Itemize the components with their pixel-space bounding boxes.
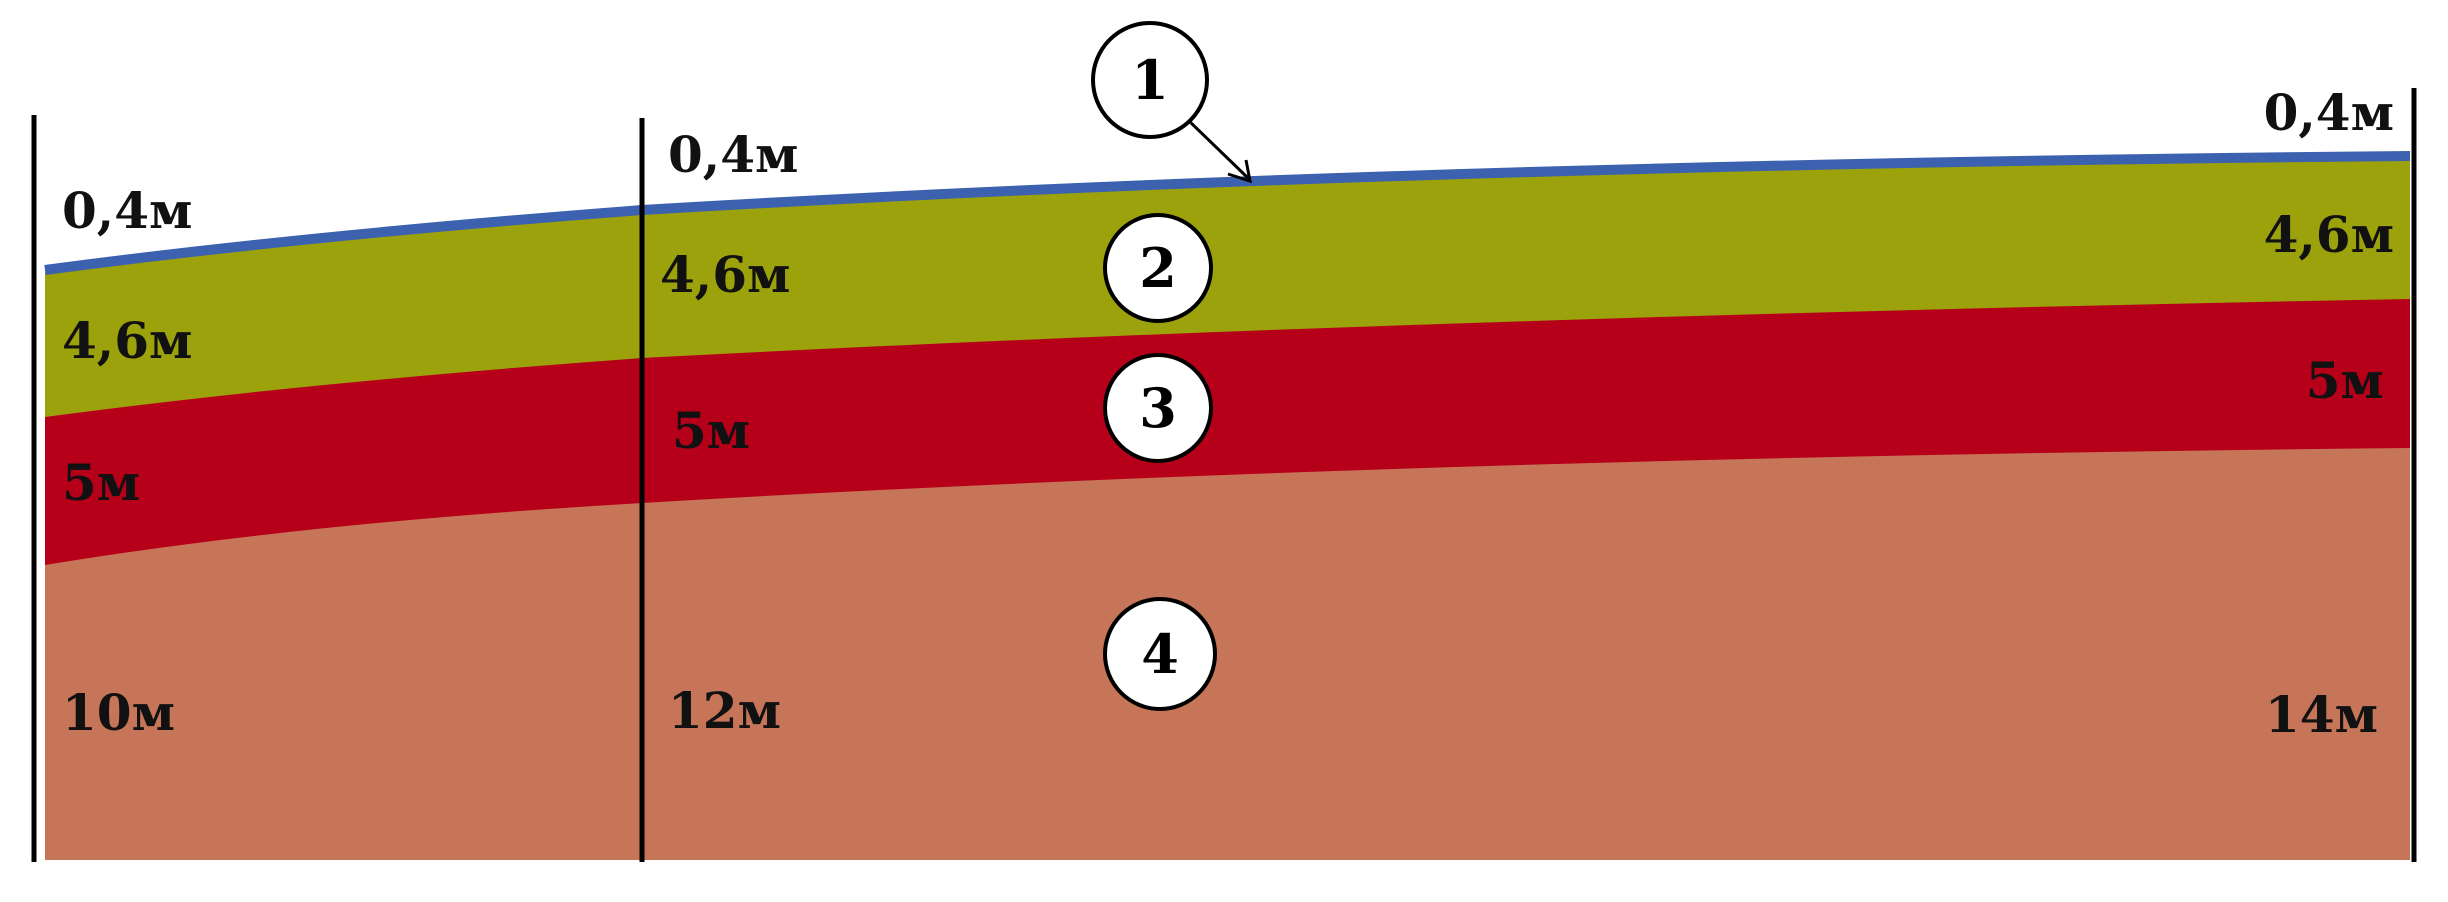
layer-3 xyxy=(45,296,2410,565)
left-layer-2-thickness: 4,6м xyxy=(62,311,192,370)
left-layer-3-thickness: 5м xyxy=(62,453,140,512)
left-layer-1-thickness: 0,4м xyxy=(62,181,192,240)
marker-1-label: 1 xyxy=(1131,48,1169,112)
layer-1 xyxy=(44,151,2411,275)
middle-layer-4-thickness: 12м xyxy=(668,681,781,740)
leader-line xyxy=(1186,118,1250,180)
middle-layer-2-thickness: 4,6м xyxy=(660,245,790,304)
marker-4-label: 4 xyxy=(1141,622,1179,686)
marker-3-label: 3 xyxy=(1139,376,1177,440)
marker-3: 3 xyxy=(1103,353,1213,463)
right-layer-1-thickness: 0,4м xyxy=(2264,83,2394,142)
layer-2 xyxy=(45,160,2410,417)
right-layer-2-thickness: 4,6м xyxy=(2264,205,2394,264)
right-layer-4-thickness: 14м xyxy=(2265,685,2378,744)
marker-2-label: 2 xyxy=(1139,236,1177,300)
leader-arrowhead xyxy=(1227,159,1252,184)
marker-2: 2 xyxy=(1103,213,1213,323)
marker-1: 1 xyxy=(1091,21,1209,139)
marker-4: 4 xyxy=(1103,597,1217,711)
middle-layer-3-thickness: 5м xyxy=(672,401,750,460)
middle-layer-1-thickness: 0,4м xyxy=(668,125,798,184)
right-layer-3-thickness: 5м xyxy=(2306,351,2384,410)
layer-4 xyxy=(45,445,2410,860)
left-layer-4-thickness: 10м xyxy=(62,683,175,742)
